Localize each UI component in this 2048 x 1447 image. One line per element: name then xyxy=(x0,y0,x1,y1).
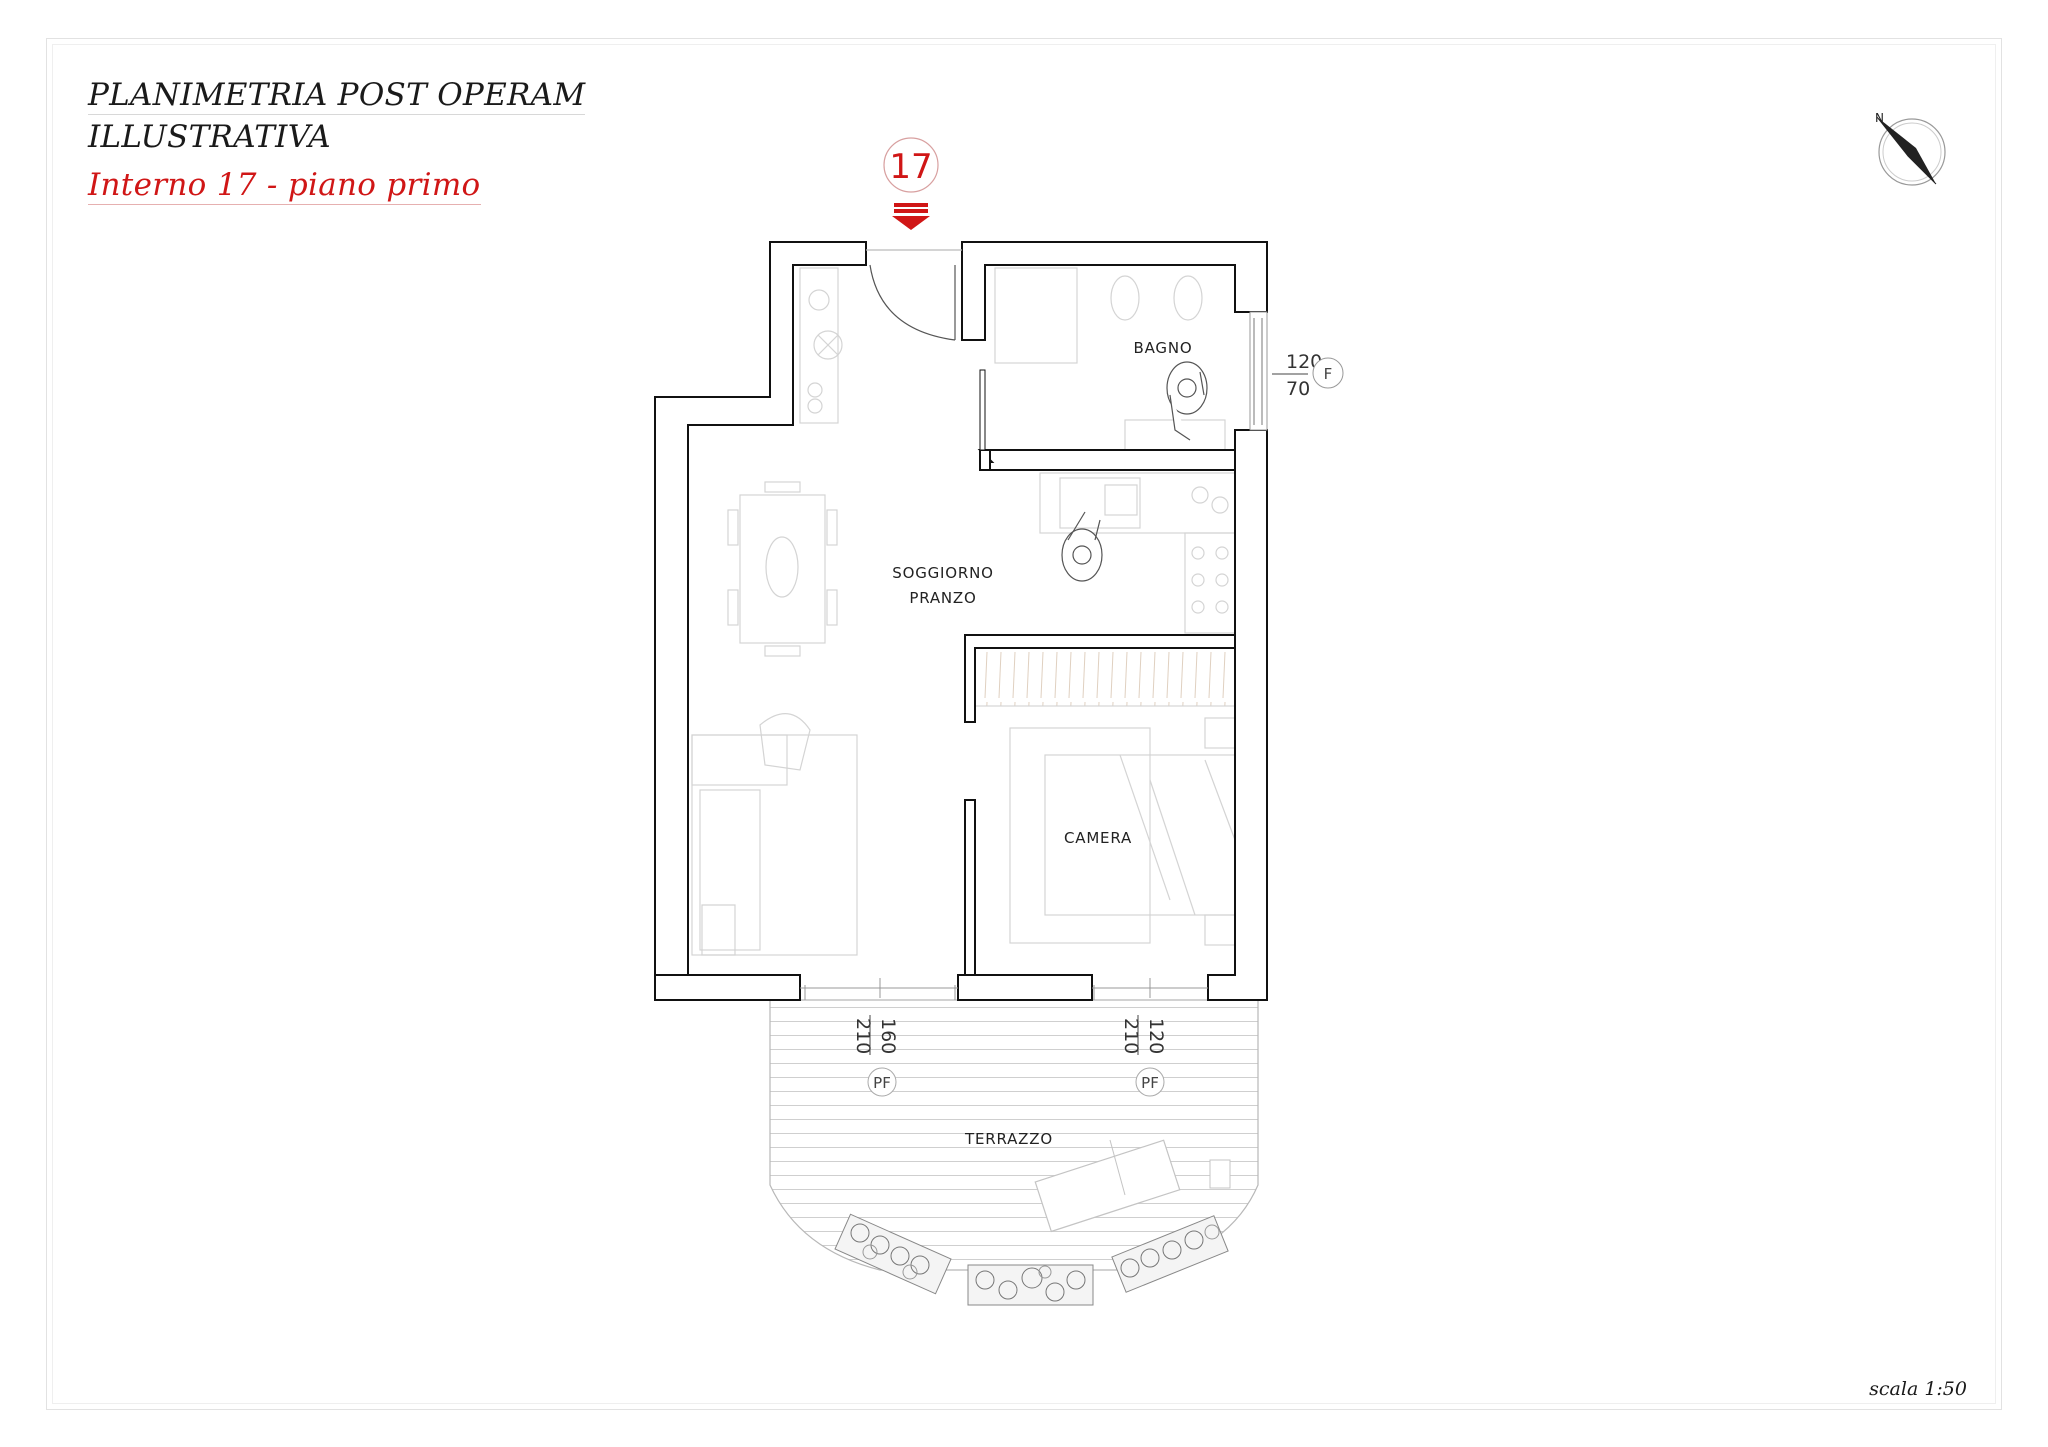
door-window-left-height: 210 xyxy=(852,1018,874,1054)
door-window-left-width: 160 xyxy=(877,1018,899,1054)
drawing-scale: scala 1:50 xyxy=(1869,1378,1967,1400)
bathroom-window-width: 120 xyxy=(1286,351,1322,373)
entrance-door xyxy=(866,249,962,341)
entrance-marker-label: 17 xyxy=(889,147,932,187)
door-window-right-dimension: 210 120 PF xyxy=(1120,1015,1167,1097)
person-figure-kitchen xyxy=(1061,511,1103,582)
sheet-frame-inner xyxy=(52,44,1996,1404)
room-label-bagno: BAGNO xyxy=(1134,339,1193,357)
bathroom-window xyxy=(1253,318,1263,425)
entrance-arrow-icon xyxy=(892,216,930,230)
bathroom-window-tag: F xyxy=(1324,365,1333,383)
terrace-door-windows xyxy=(800,978,1208,998)
door-window-left-tag: PF xyxy=(873,1074,891,1092)
title-line-1: PLANIMETRIA POST OPERAM xyxy=(88,77,586,115)
door-window-left-dimension: 210 160 PF xyxy=(852,1015,899,1097)
interior-floor xyxy=(688,265,1235,975)
north-compass-icon: N xyxy=(1875,111,1946,186)
sun-lounger xyxy=(1034,1139,1231,1233)
title-line-2: ILLUSTRATIVA xyxy=(88,119,331,155)
subtitle: Interno 17 - piano primo xyxy=(88,167,481,205)
room-label-camera: CAMERA xyxy=(1064,829,1132,847)
sheet-frame xyxy=(46,38,2002,1410)
person-figure-bathroom xyxy=(1166,361,1208,441)
terrace xyxy=(769,985,1259,1306)
bathroom-window-height: 70 xyxy=(1286,378,1310,400)
planter-right xyxy=(1111,1215,1229,1293)
room-label-soggiorno: SOGGIORNO xyxy=(892,564,993,582)
planter-left xyxy=(834,1213,952,1295)
entrance-marker: 17 xyxy=(883,137,939,230)
room-label-pranzo: PRANZO xyxy=(909,589,976,607)
door-window-right-height: 210 xyxy=(1120,1018,1142,1054)
door-window-right-width: 120 xyxy=(1145,1018,1167,1054)
bathroom-window-dimension: 120 70 F xyxy=(1272,351,1344,400)
walls xyxy=(654,241,1268,1001)
door-window-right-tag: PF xyxy=(1141,1074,1159,1092)
furniture xyxy=(691,267,1236,956)
planter-center xyxy=(967,1264,1094,1306)
compass-north-label: N xyxy=(1875,111,1884,125)
room-label-terrazzo: TERRAZZO xyxy=(964,1130,1053,1148)
